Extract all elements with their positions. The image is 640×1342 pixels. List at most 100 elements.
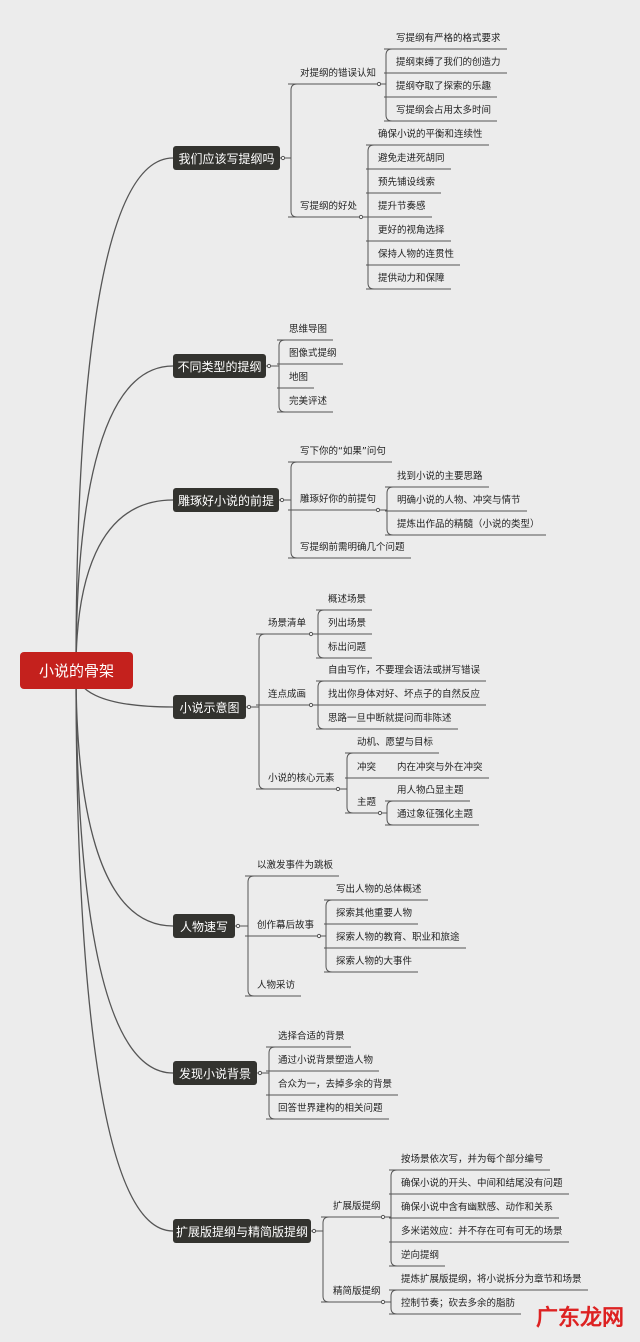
node-leaf[interactable]: 通过象征强化主题 <box>397 809 474 820</box>
node-backstory[interactable]: 创作幕后故事 <box>257 920 315 931</box>
branch-connector <box>75 499 174 671</box>
bracket-line <box>386 800 394 826</box>
node-leaf[interactable]: 提炼扩展版提纲，将小说拆分为章节和场景 <box>401 1274 582 1285</box>
branch-connector <box>75 157 174 671</box>
node-scene-list[interactable]: 场景清单 <box>268 618 307 629</box>
branch-setting[interactable]: 发现小说背景 <box>173 1061 257 1085</box>
node-leaf[interactable]: 逆向提纲 <box>401 1250 440 1261</box>
collapse-dot <box>235 923 241 929</box>
node-leaf[interactable]: 确保小说的开头、中间和结尾没有问题 <box>401 1178 563 1189</box>
node-leaf[interactable]: 用人物凸显主题 <box>397 785 464 796</box>
branch-outline-types[interactable]: 不同类型的提纲 <box>173 354 266 378</box>
collapse-dot <box>266 363 272 369</box>
collapse-dot <box>308 702 314 708</box>
node-connect-dots[interactable]: 连点成画 <box>268 689 307 700</box>
node-leaf[interactable]: 确保小说中含有幽默感、动作和关系 <box>401 1202 554 1213</box>
bracket-line <box>325 899 333 973</box>
node-leaf[interactable]: 提炼出作品的精髓（小说的类型） <box>397 519 540 530</box>
node-leaf[interactable]: 找到小说的主要思路 <box>397 471 483 482</box>
node-interview[interactable]: 人物采访 <box>257 980 296 991</box>
bracket-line <box>346 752 354 814</box>
collapse-dot <box>280 155 286 161</box>
collapse-dot <box>257 1070 263 1076</box>
node-motivation[interactable]: 动机、愿望与目标 <box>357 737 434 748</box>
node-leaf[interactable]: 提纲束缚了我们的创造力 <box>396 57 501 68</box>
bracket-line <box>290 461 298 559</box>
node-leaf[interactable]: 按场景依次写，并为每个部分编号 <box>401 1154 544 1165</box>
bracket-line <box>278 339 286 413</box>
node-leaf[interactable]: 完美评述 <box>289 396 328 407</box>
collapse-dot <box>246 704 252 710</box>
node-leaf[interactable]: 避免走进死胡同 <box>378 153 445 164</box>
watermark: 广东龙网 <box>535 1306 624 1331</box>
collapse-dot <box>380 1214 386 1220</box>
collapse-dot <box>311 1228 317 1234</box>
node-premise-sentence[interactable]: 雕琢好你的前提句 <box>300 494 377 505</box>
node-leaf[interactable]: 合众为一，去掉多余的背景 <box>278 1079 393 1090</box>
node-leaf[interactable]: 图像式提纲 <box>289 348 337 359</box>
branch-connector <box>75 669 174 1232</box>
node-leaf[interactable]: 保持人物的连贯性 <box>378 249 455 260</box>
node-leaf[interactable]: 自由写作，不要理会语法或拼写错误 <box>328 665 481 676</box>
node-misconceptions[interactable]: 对提纲的错误认知 <box>300 68 377 79</box>
branch-connector <box>75 365 174 671</box>
node-core-elements[interactable]: 小说的核心元素 <box>268 773 335 784</box>
node-theme[interactable]: 主题 <box>357 797 377 808</box>
node-leaf[interactable]: 探索人物的教育、职业和旅途 <box>336 932 460 943</box>
bracket-line <box>390 1289 398 1315</box>
collapse-dot <box>335 786 341 792</box>
node-leaf[interactable]: 更好的视角选择 <box>378 225 445 236</box>
node-what-if[interactable]: 写下你的“如果”问句 <box>300 446 386 457</box>
node-leaf[interactable]: 内在冲突与外在冲突 <box>397 762 483 773</box>
collapse-dot <box>279 497 285 503</box>
node-leaf[interactable]: 写提纲会占用太多时间 <box>396 105 492 116</box>
collapse-dot <box>358 214 364 220</box>
collapse-dot <box>308 631 314 637</box>
node-leaf[interactable]: 选择合适的背景 <box>278 1031 345 1042</box>
collapse-dot <box>380 1299 386 1305</box>
collapse-dot <box>316 933 322 939</box>
node-leaf[interactable]: 通过小说背景塑造人物 <box>278 1055 374 1066</box>
node-leaf[interactable]: 预先铺设线索 <box>378 177 436 188</box>
node-leaf[interactable]: 确保小说的平衡和连续性 <box>378 129 483 140</box>
node-leaf[interactable]: 概述场景 <box>328 594 367 605</box>
branch-novel-diagram[interactable]: 小说示意图 <box>173 695 246 719</box>
node-benefits[interactable]: 写提纲的好处 <box>300 201 358 212</box>
bracket-line <box>258 633 266 790</box>
bracket-line <box>390 1169 398 1267</box>
node-questions[interactable]: 写提纲前需明确几个问题 <box>300 542 405 553</box>
bracket-line <box>322 1216 330 1303</box>
branch-premise[interactable]: 雕琢好小说的前提 <box>173 488 279 512</box>
node-leaf[interactable]: 写出人物的总体概述 <box>336 884 422 895</box>
node-leaf[interactable]: 回答世界建构的相关问题 <box>278 1103 383 1114</box>
node-leaf[interactable]: 提纲夺取了探索的乐趣 <box>396 81 492 92</box>
branch-connector <box>75 669 174 927</box>
branch-character-sketch[interactable]: 人物速写 <box>173 914 235 938</box>
bracket-line <box>268 1046 276 1120</box>
node-leaf[interactable]: 探索人物的大事件 <box>336 956 413 967</box>
root-node[interactable]: 小说的骨架 <box>20 652 133 689</box>
node-inciting-event[interactable]: 以激发事件为跳板 <box>257 860 334 871</box>
node-condensed-outline[interactable]: 精简版提纲 <box>333 1286 381 1297</box>
node-leaf[interactable]: 探索其他重要人物 <box>336 908 413 919</box>
node-leaf[interactable]: 找出你身体对好、坏点子的自然反应 <box>328 689 481 700</box>
branch-outline-versions[interactable]: 扩展版提纲与精简版提纲 <box>173 1219 311 1243</box>
node-leaf[interactable]: 提升节奏感 <box>378 201 426 212</box>
node-leaf[interactable]: 标出问题 <box>328 642 367 653</box>
collapse-dot <box>377 810 383 816</box>
collapse-dot <box>376 81 382 87</box>
node-leaf[interactable]: 地图 <box>289 372 309 383</box>
branch-should-outline[interactable]: 我们应该写提纲吗 <box>173 146 280 170</box>
node-leaf[interactable]: 提供动力和保障 <box>378 273 445 284</box>
node-leaf[interactable]: 思维导图 <box>289 324 328 335</box>
node-leaf[interactable]: 写提纲有严格的格式要求 <box>396 33 501 44</box>
node-leaf[interactable]: 多米诺效应：并不存在可有可无的场景 <box>401 1226 563 1237</box>
node-leaf[interactable]: 思路一旦中断就提问而非陈述 <box>328 713 452 724</box>
node-leaf[interactable]: 明确小说的人物、冲突与情节 <box>397 495 521 506</box>
collapse-dot <box>375 507 381 513</box>
node-extended-outline[interactable]: 扩展版提纲 <box>333 1201 381 1212</box>
node-leaf[interactable]: 列出场景 <box>328 618 367 629</box>
node-conflict[interactable]: 冲突 <box>357 762 377 773</box>
node-leaf[interactable]: 控制节奏；砍去多余的脂肪 <box>401 1298 516 1309</box>
